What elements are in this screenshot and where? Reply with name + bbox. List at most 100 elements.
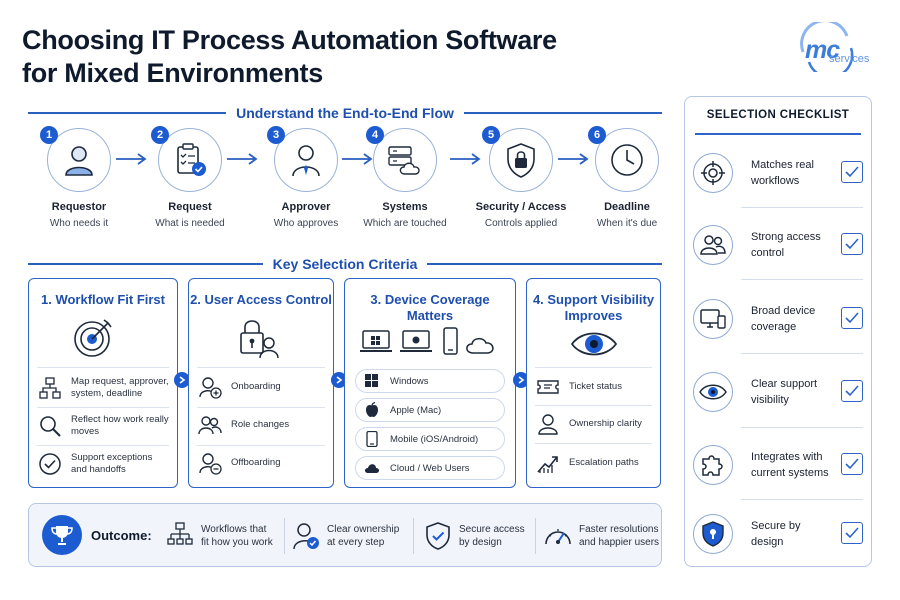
page-title-line2: for Mixed Environments [22, 58, 323, 88]
item-text: Reflect how work really moves [71, 414, 169, 437]
flow-arrow-icon [342, 153, 373, 165]
checkmark-icon [845, 385, 859, 397]
item-text: Escalation paths [569, 457, 639, 468]
server-cloud-icon [373, 128, 437, 192]
card-title: 2. User Access Control [190, 292, 332, 307]
step-label: Security / Access [475, 201, 567, 213]
chevron-right-icon [513, 372, 529, 388]
checklist-text-line2: coverage [751, 321, 797, 333]
item-text: Cloud / Web Users [390, 462, 470, 474]
flow-section-header: Understand the End-to-End Flow [28, 103, 663, 123]
eye-icon [693, 372, 733, 412]
checklist-heading: SELECTION CHECKLIST [706, 109, 850, 121]
card-title-line1: 4. Support Visibility [532, 292, 655, 307]
checkmark-icon [845, 238, 859, 250]
step-sub: Who approves [273, 218, 339, 229]
checkbox[interactable] [841, 522, 863, 544]
item-text: Offboarding [231, 457, 281, 468]
users-icon [693, 225, 733, 265]
checkbox[interactable] [841, 161, 863, 183]
page-title: Choosing IT Process Automation Software … [22, 24, 557, 90]
trophy-icon [42, 515, 82, 555]
eye-icon [570, 332, 618, 356]
item-text: Support exceptions and handoffs [71, 452, 153, 475]
checklist-text-line1: Integrates with [751, 451, 823, 463]
checklist-text-line2: visibility [751, 394, 789, 406]
clipboard-check-icon [158, 128, 222, 192]
criteria-card-devices: 3. Device Coverage Matters Windows Apple… [344, 278, 516, 488]
flow-heading: Understand the End-to-End Flow [236, 105, 454, 121]
chevron-right-icon [174, 372, 190, 388]
checkmark-icon [845, 527, 859, 539]
clock-icon [595, 128, 659, 192]
checklist-item: Secure by design [691, 504, 867, 564]
checkbox[interactable] [841, 233, 863, 255]
checkbox[interactable] [841, 380, 863, 402]
step-label: Systems [382, 201, 428, 213]
criteria-section-header: Key Selection Criteria [28, 254, 663, 274]
criteria-item: Role changes [197, 409, 325, 441]
checkbox[interactable] [841, 307, 863, 329]
outcome-text-line1: Secure access [459, 524, 525, 535]
criteria-item: Onboarding [197, 371, 325, 403]
item-text: Ownership clarity [569, 418, 642, 429]
checklist-item: Integrates with current systems [691, 435, 867, 495]
criteria-item: Map request, approver, system, deadline [37, 372, 169, 404]
outcome-text-line2: at every step [327, 537, 385, 548]
chevron-right-icon [331, 372, 347, 388]
checklist-text-line1: Matches real [751, 159, 814, 171]
devices-row-icon [360, 327, 494, 355]
target-arrow-icon [74, 319, 112, 357]
target-icon [693, 153, 733, 193]
cloud-icon [364, 460, 380, 476]
item-text: Ticket status [569, 381, 622, 392]
item-text: Onboarding [231, 381, 281, 392]
checklist-text-line1: Secure by [751, 520, 801, 532]
mobile-icon [364, 431, 380, 447]
checkmark-icon [845, 166, 859, 178]
shield-icon [693, 514, 733, 554]
checkmark-icon [845, 312, 859, 324]
company-logo: mc services [795, 22, 885, 72]
step-label: Approver [281, 201, 331, 213]
logo-subtitle: services [829, 53, 870, 65]
step-sub: Controls applied [484, 218, 558, 229]
outcome-text-line2: by design [459, 537, 502, 548]
person-outline-icon [535, 411, 561, 437]
item-text: Windows [390, 375, 429, 387]
checklist-text-line2: control [751, 247, 785, 259]
outcome-text-line1: Faster resolutions [579, 524, 659, 535]
item-text: Map request, approver, system, deadline [71, 376, 169, 399]
checklist-text-line2: design [751, 536, 784, 548]
criteria-item: Support exceptions and handoffs [37, 448, 169, 480]
checklist-text-line2: current systems [751, 467, 829, 479]
outcome-text: Secure access by design [459, 523, 525, 549]
step-label: Requestor [51, 201, 107, 213]
card-title: 1. Workflow Fit First [41, 292, 165, 307]
criteria-item: Escalation paths [535, 447, 652, 479]
item-text: Mobile (iOS/Android) [390, 433, 479, 445]
owner-check-icon [291, 521, 321, 551]
lock-user-icon [240, 320, 279, 359]
checkmark-icon [845, 458, 859, 470]
shield-check-icon [423, 521, 453, 551]
shield-lock-icon [489, 128, 553, 192]
criteria-item: Offboarding [197, 447, 325, 479]
device-pill: Windows [355, 369, 505, 393]
checkbox[interactable] [841, 453, 863, 475]
item-text: Role changes [231, 419, 290, 430]
step-sub: What is needed [155, 218, 225, 229]
card-title: 3. Device Coverage Matters [345, 292, 515, 324]
criteria-heading: Key Selection Criteria [272, 256, 418, 272]
step-sub: Which are touched [363, 218, 447, 229]
criteria-item: Ticket status [535, 371, 652, 403]
